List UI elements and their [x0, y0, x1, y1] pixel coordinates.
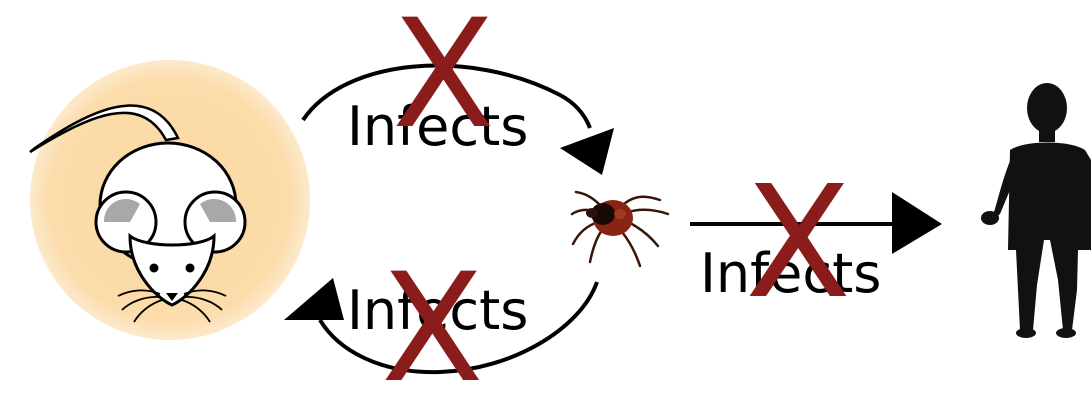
infection-diagram: Infects Infects Infects X X X: [0, 0, 1091, 391]
tick-icon: [572, 192, 668, 266]
human-icon: [981, 83, 1091, 338]
mouse-icon: [30, 60, 310, 340]
diagram-canvas: [0, 0, 1091, 391]
cross-mark-right: X: [745, 165, 851, 320]
cross-mark-top: X: [392, 0, 495, 150]
cross-mark-bottom: X: [381, 254, 484, 404]
